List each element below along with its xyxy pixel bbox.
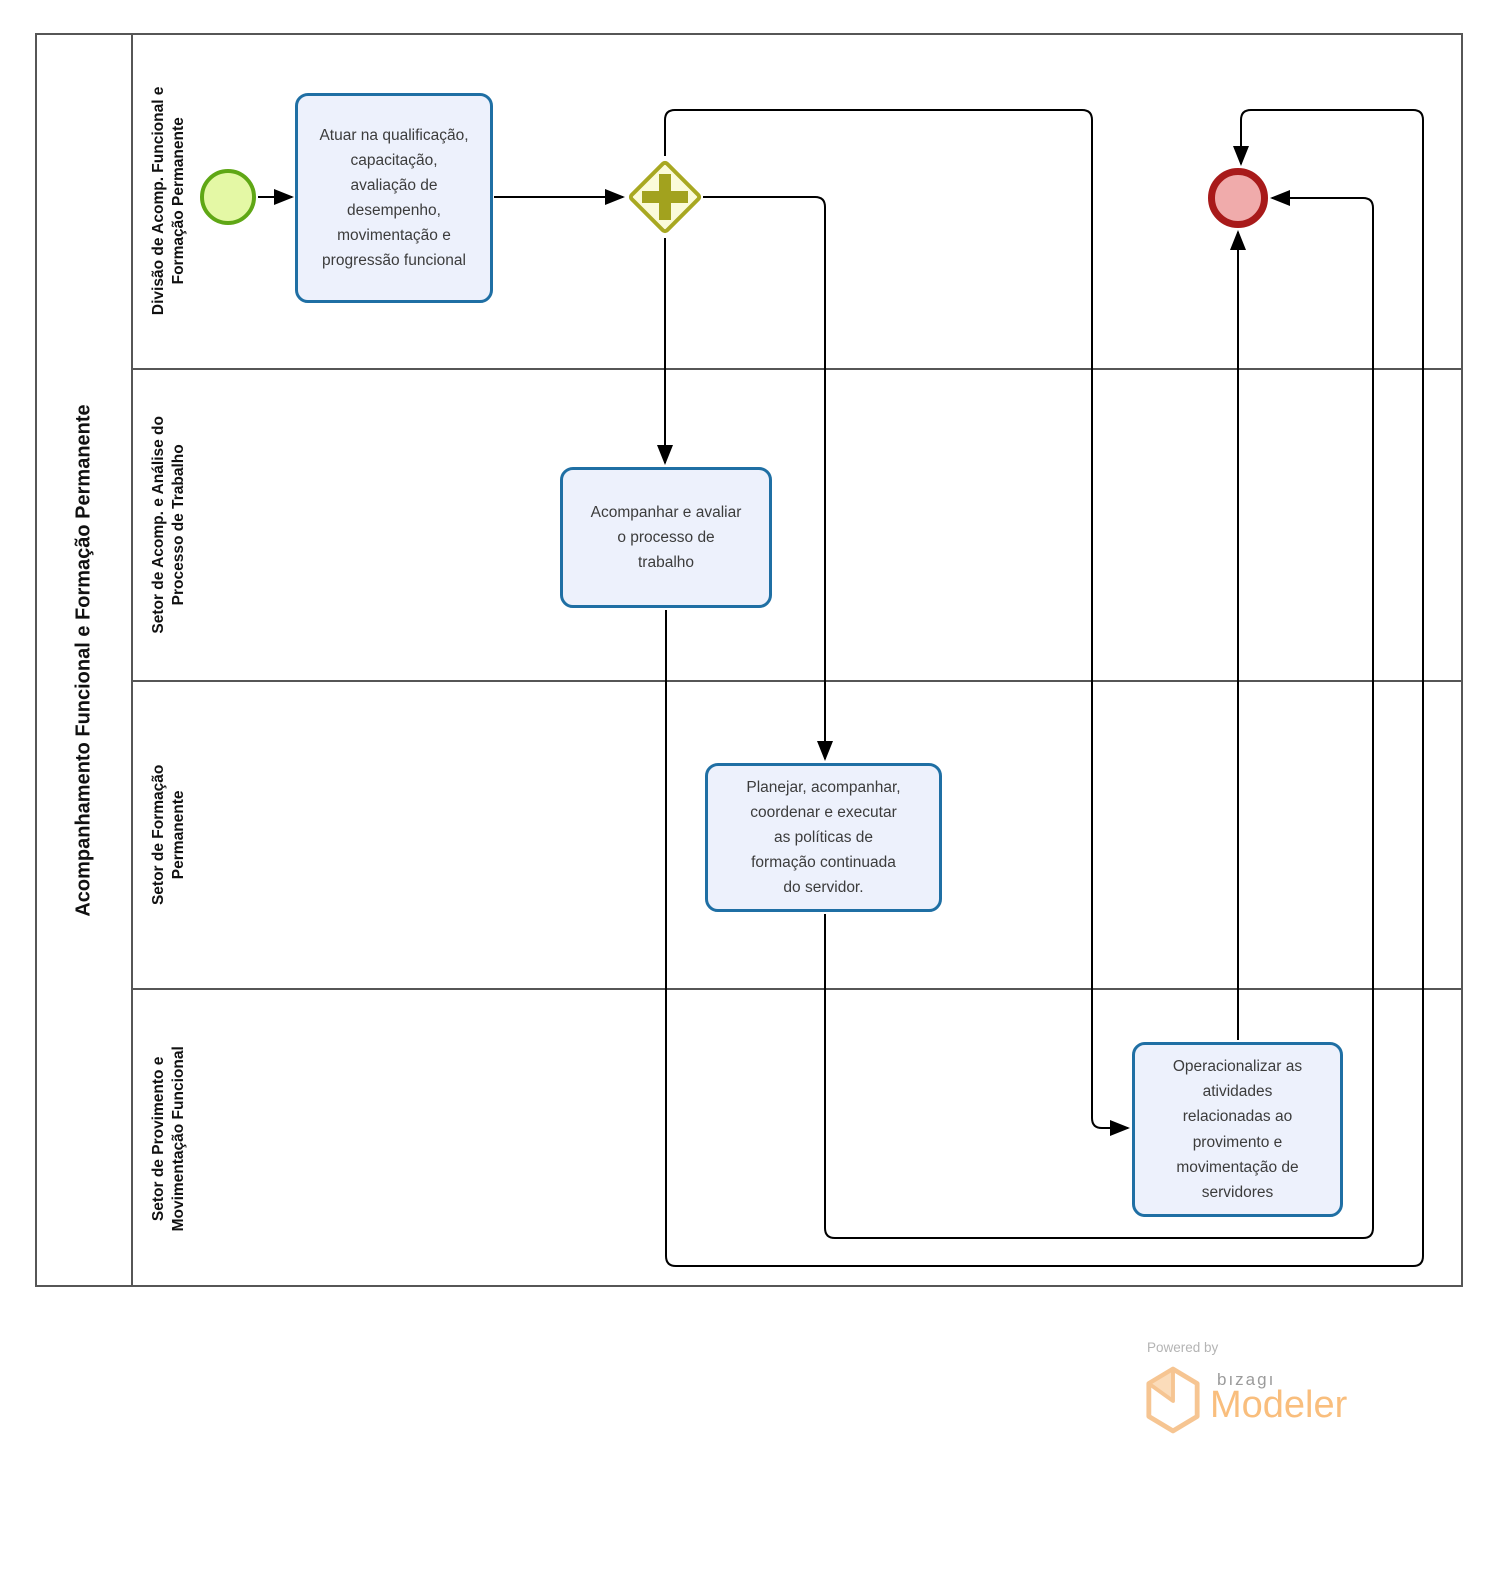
task-acompanhar[interactable]: Acompanhar e avaliar o processo de traba… [560, 467, 772, 608]
task-planejar[interactable]: Planejar, acompanhar, coordenar e execut… [705, 763, 942, 912]
plus-icon [659, 174, 671, 220]
flow-gateway-to-planejar[interactable] [703, 196, 833, 761]
pool-title-divider [131, 33, 133, 1287]
flow-gateway-to-operacionalizar[interactable] [664, 109, 1130, 1136]
end-event[interactable] [1208, 168, 1268, 228]
flow-planejar-to-end[interactable] [824, 190, 1374, 1239]
powered-by-text: Powered by [1147, 1340, 1219, 1355]
flow-acompanhar-to-end[interactable] [665, 109, 1424, 1267]
task-operacionalizar-label: Operacionalizar as atividades relacionad… [1172, 1058, 1303, 1201]
pool-border [35, 33, 1463, 1287]
lane-label-setor-provimento: Setor de Provimento e Movimentação Funci… [150, 1045, 187, 1232]
task-operacionalizar[interactable]: Operacionalizar as atividades relacionad… [1132, 1042, 1343, 1217]
lane-label-setor-acomp-analise: Setor de Acomp. e Análise do Processo de… [150, 416, 187, 634]
pool-title: Acompanhamento Funcional e Formação Perm… [37, 33, 131, 1287]
task-atuar[interactable]: Atuar na qualificação, capacitação, aval… [295, 93, 493, 303]
task-acompanhar-label: Acompanhar e avaliar o processo de traba… [590, 503, 742, 572]
start-event[interactable] [200, 169, 256, 225]
modeler-wordmark: Modeler [1210, 1384, 1348, 1426]
lane-divider-1 [131, 368, 1463, 370]
task-planejar-label: Planejar, acompanhar, coordenar e execut… [746, 778, 901, 897]
lane-label-setor-formacao: Setor de Formação Permanente [150, 764, 187, 906]
lane-divider-3 [131, 988, 1463, 990]
task-atuar-label: Atuar na qualificação, capacitação, aval… [319, 126, 469, 270]
lane-label-divisao-acomp: Divisão de Acomp. Funcional e Formação P… [150, 86, 187, 315]
lane-divider-2 [131, 680, 1463, 682]
pool-title-text: Acompanhamento Funcional e Formação Perm… [72, 403, 95, 917]
bizagi-cube-icon [1144, 1366, 1202, 1439]
bizagi-wordmark: bızagı [1217, 1370, 1276, 1389]
